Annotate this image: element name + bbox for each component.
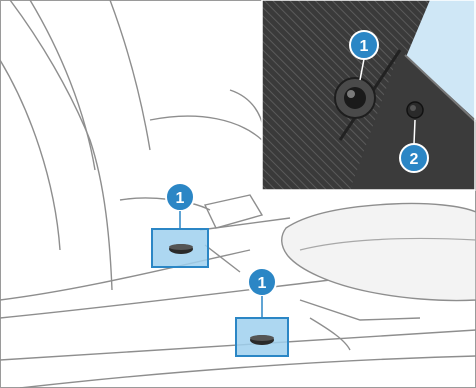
inset-detail: [262, 0, 476, 190]
upper-anchor-highlight: [152, 229, 208, 267]
callout-1-lower: 1: [248, 268, 276, 296]
svg-text:1: 1: [176, 190, 185, 207]
lower-anchor-highlight: [236, 318, 288, 356]
callout-1-inset: 1: [350, 31, 378, 59]
svg-text:1: 1: [258, 275, 267, 292]
callout-2-inset: 2: [400, 144, 428, 172]
callout-1-upper: 1: [166, 183, 194, 211]
svg-text:2: 2: [410, 151, 419, 168]
svg-text:1: 1: [360, 38, 369, 55]
